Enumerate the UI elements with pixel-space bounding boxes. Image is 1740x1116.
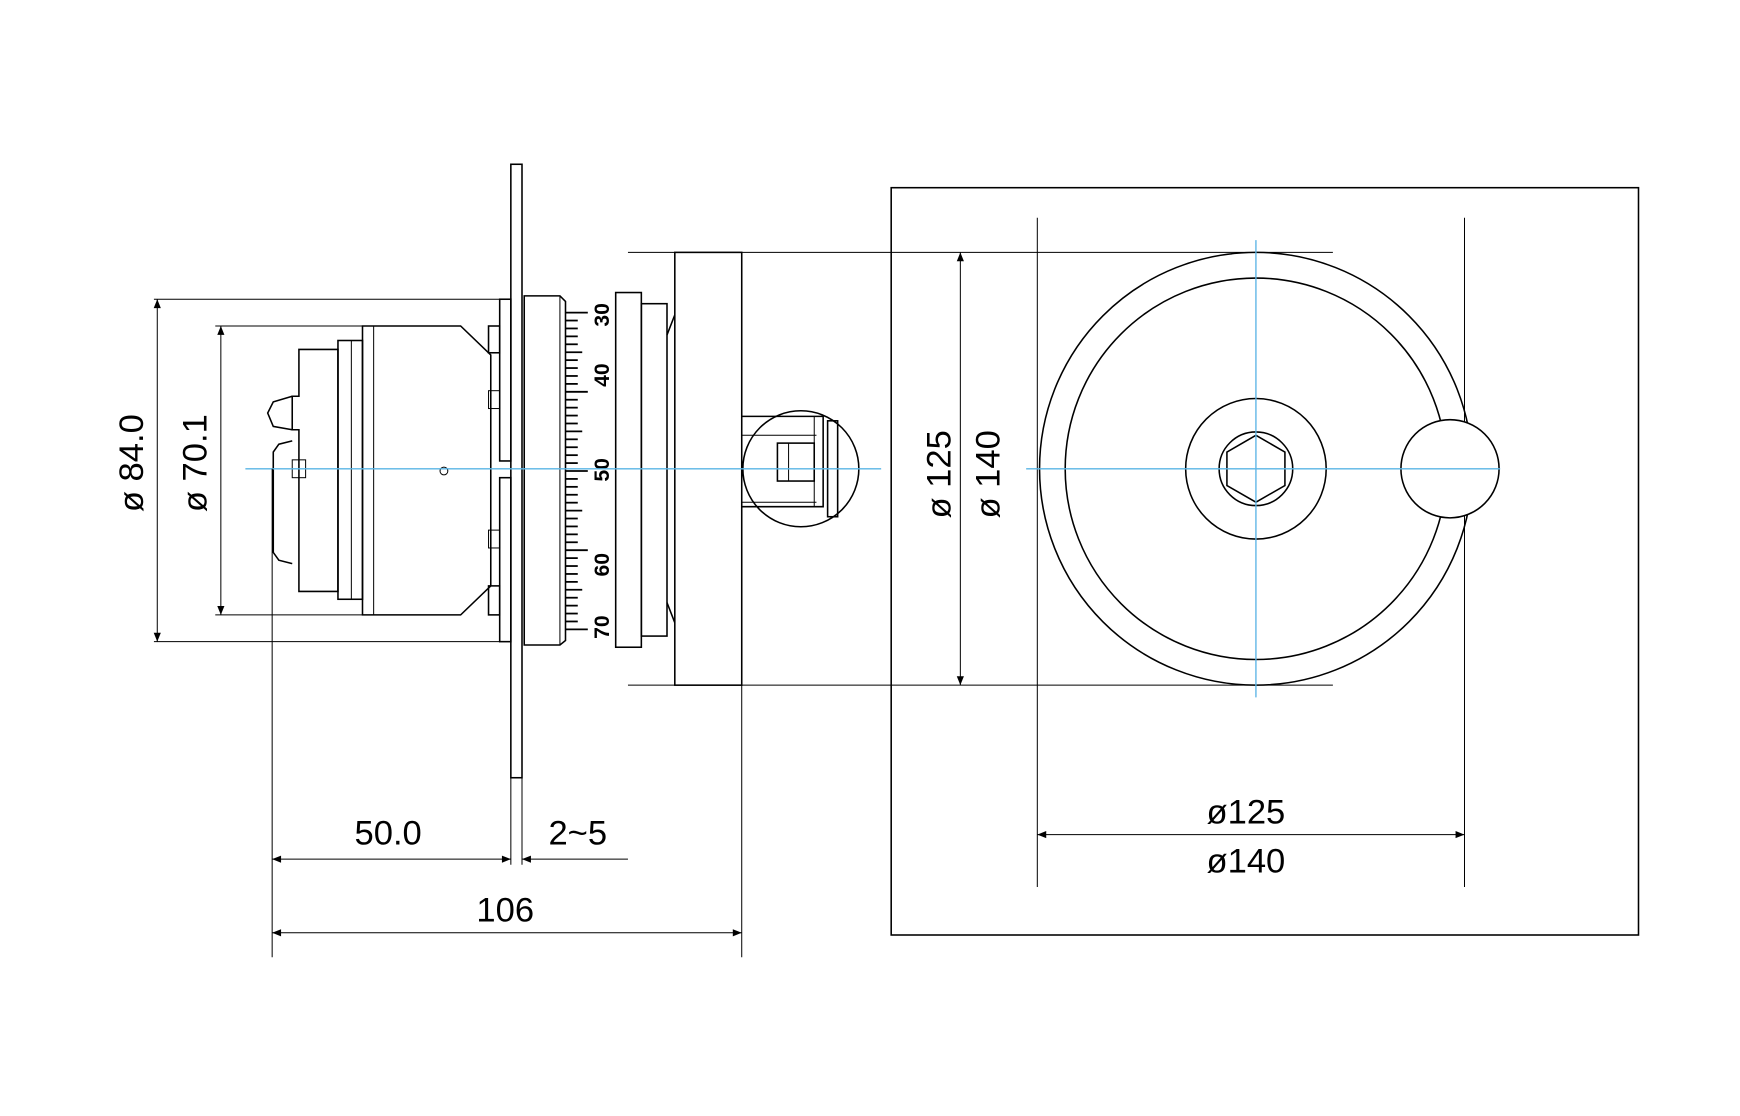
scale-label-40: 40 bbox=[591, 363, 614, 387]
dia-84-label: ø 84.0 bbox=[113, 414, 151, 512]
side-view: 30 40 50 60 70 ø 84.0 bbox=[113, 163, 1333, 958]
dimension-50: 50.0 bbox=[272, 815, 511, 863]
dimension-panel-thickness: 2~5 bbox=[522, 815, 628, 863]
dimension-dia-84: ø 84.0 bbox=[113, 298, 500, 643]
dimension-dia-70: ø 70.1 bbox=[176, 325, 363, 616]
front-dia-125-label: ø125 bbox=[1206, 793, 1285, 831]
dimension-106: 106 bbox=[272, 892, 742, 937]
front-view-frame bbox=[890, 186, 1640, 936]
scale-label-70: 70 bbox=[591, 615, 614, 639]
set-screw-icon bbox=[439, 466, 449, 476]
panel-thickness-label: 2~5 bbox=[548, 815, 607, 853]
dia-70-label: ø 70.1 bbox=[176, 414, 214, 512]
rear-body bbox=[266, 298, 512, 643]
front-dia-140-label: ø140 bbox=[1206, 843, 1285, 881]
total-length-label: 106 bbox=[476, 892, 534, 930]
mounting-panel bbox=[510, 163, 523, 779]
side-dia-140-label: ø 140 bbox=[969, 430, 1007, 518]
scale-label-50: 50 bbox=[591, 458, 614, 482]
side-dia-125-label: ø 125 bbox=[920, 430, 958, 518]
front-view: ø125 ø140 bbox=[890, 186, 1640, 936]
dial-scale bbox=[565, 311, 588, 631]
scale-label-30: 30 bbox=[591, 303, 614, 327]
len-50-label: 50.0 bbox=[355, 815, 422, 853]
scale-label-60: 60 bbox=[591, 553, 614, 577]
